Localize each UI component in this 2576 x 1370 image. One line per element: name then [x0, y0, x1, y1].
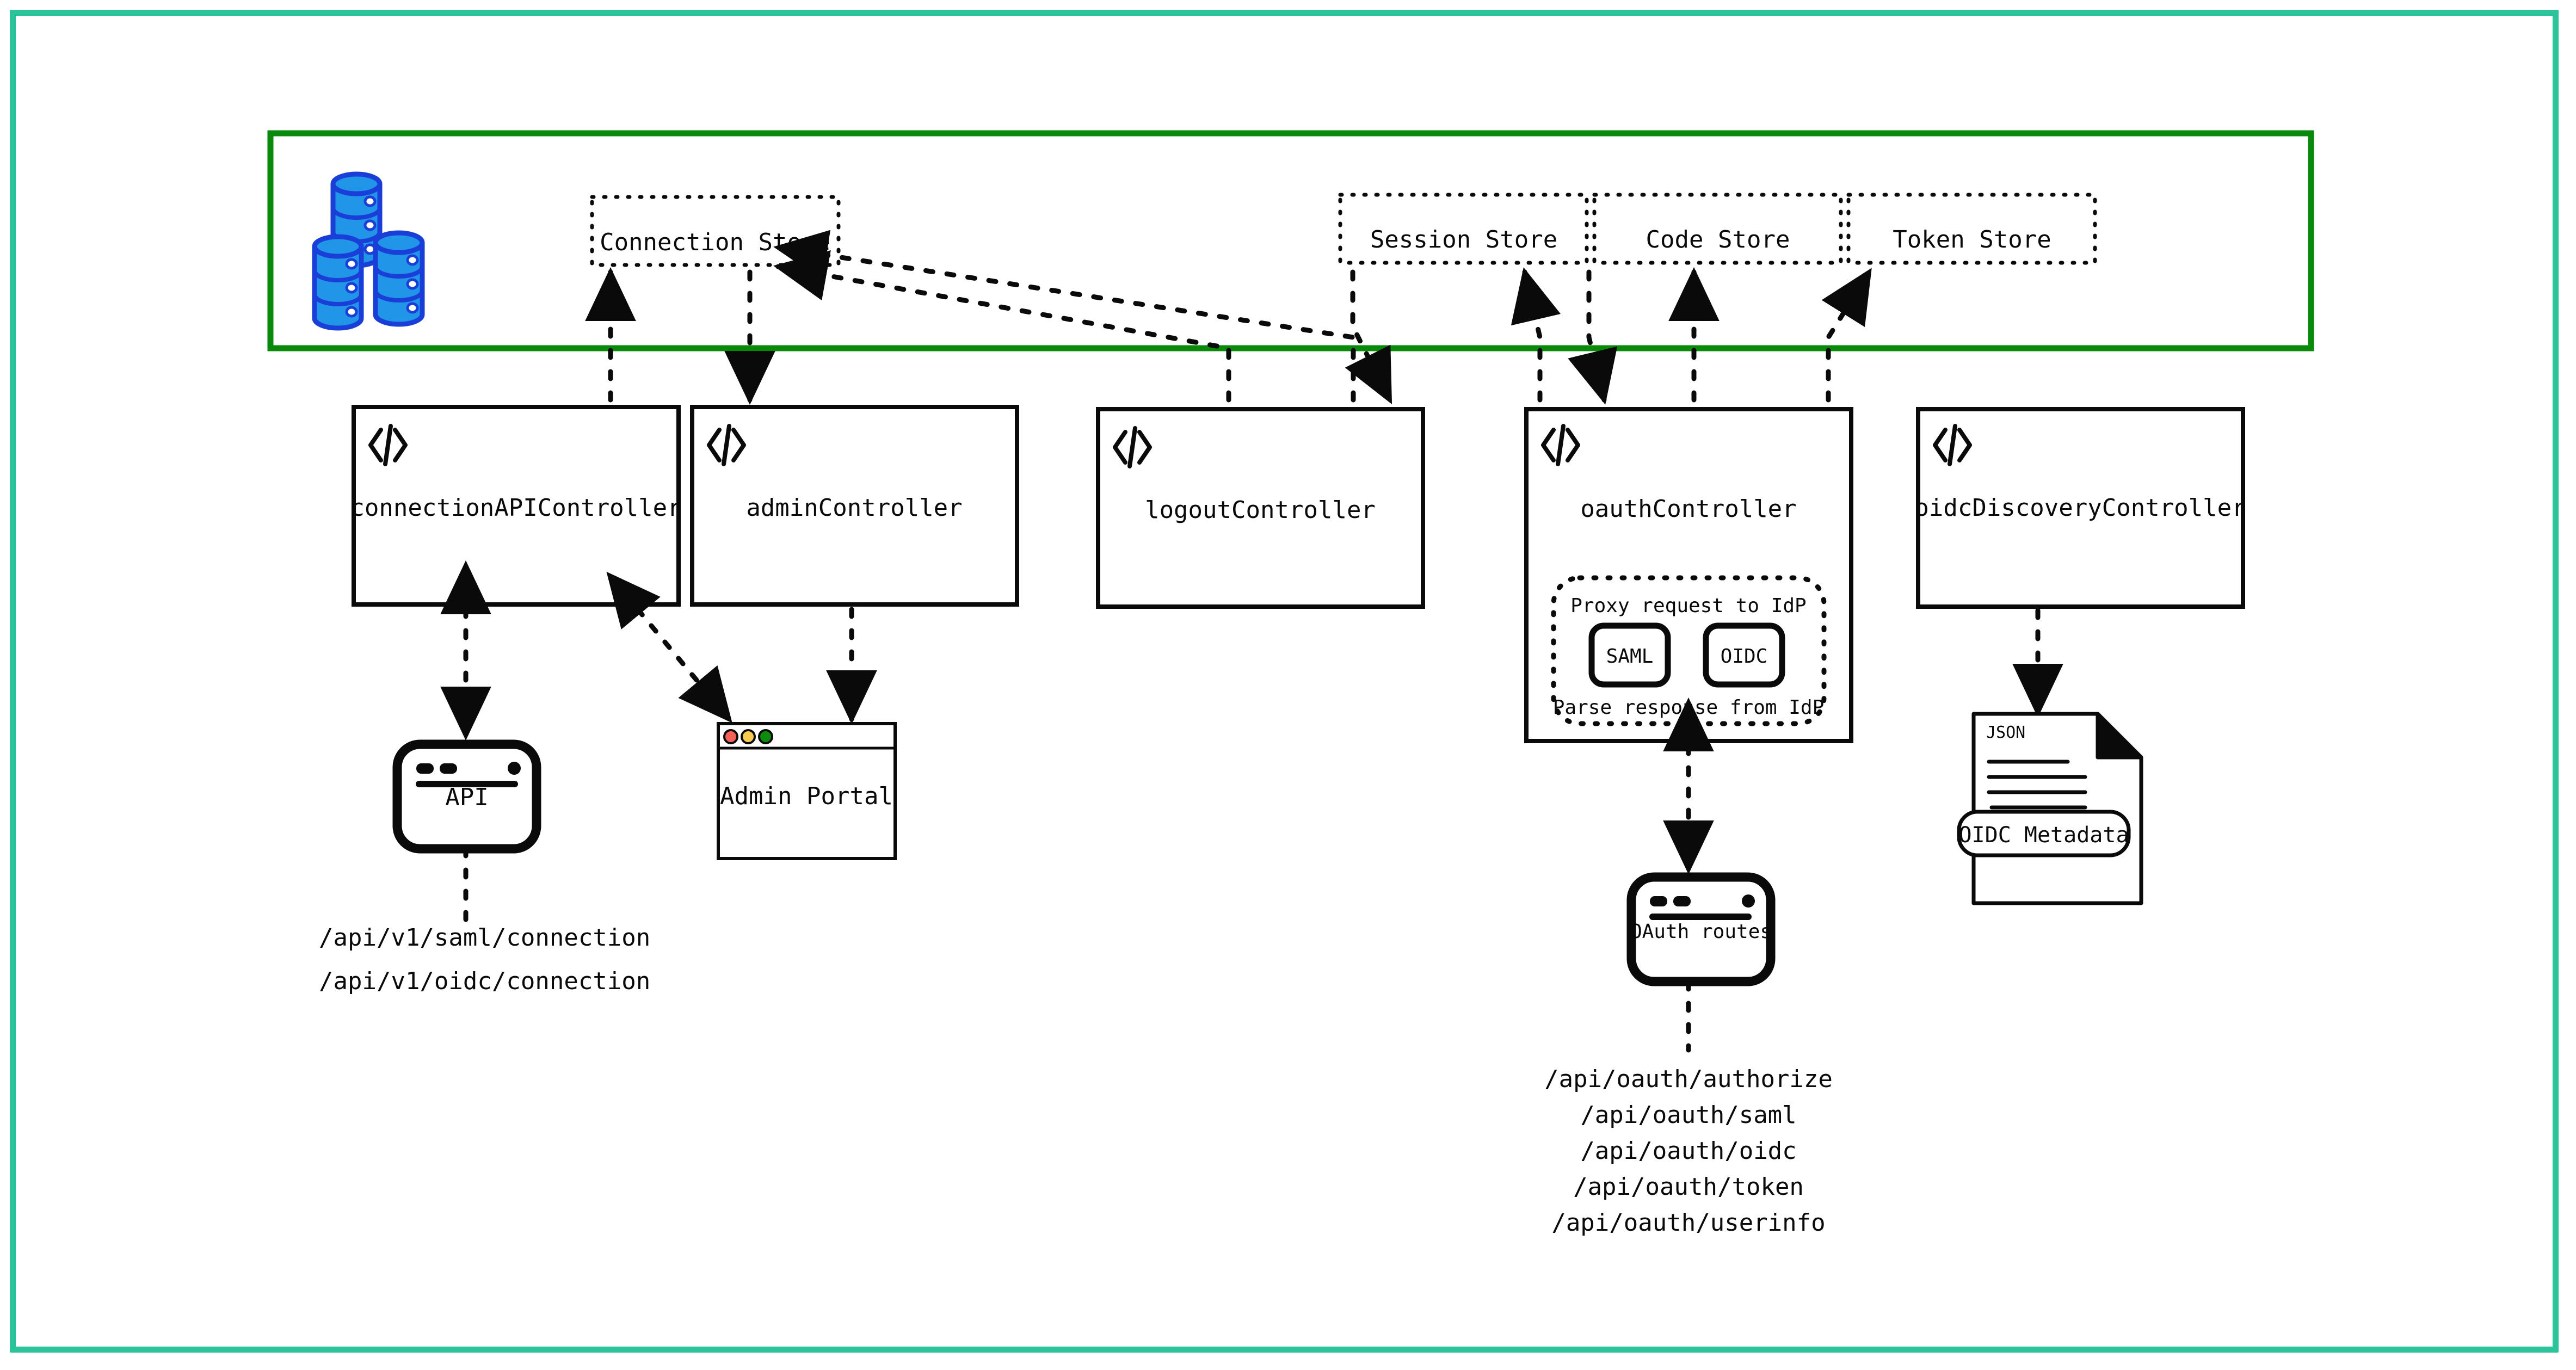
store-connection-store[interactable]: Connection Store [590, 195, 841, 267]
oidc-metadata-doc[interactable]: JSON OIDC Metadata [1957, 712, 2143, 905]
store-label: Code Store [1646, 226, 1790, 254]
store-code-store[interactable]: Code Store [1592, 193, 1843, 265]
oauth-route: /api/oauth/saml [1580, 1101, 1796, 1129]
parse-response-label: Parse response from IdP [1553, 696, 1825, 719]
controller-label: adminController [746, 494, 962, 522]
oauth-routes-label: OAuth routes [1630, 921, 1772, 943]
controller-label: logoutController [1145, 496, 1376, 524]
outer-frame [10, 10, 2559, 1353]
code-icon [1541, 424, 1580, 466]
edge-connapi-adminportal [606, 571, 732, 723]
oauth-route: /api/oauth/token [1573, 1173, 1804, 1201]
store-session-store[interactable]: Session Store [1338, 193, 1589, 265]
protocol-label: OIDC [1721, 645, 1768, 668]
oauth-route: /api/oauth/userinfo [1551, 1209, 1825, 1237]
connector-group [585, 230, 1872, 405]
oauth-routes-window[interactable]: OAuth routes [1626, 872, 1776, 986]
controller-logout-controller[interactable]: logoutController [1096, 407, 1425, 609]
oidc-metadata-label: OIDC Metadata [1958, 823, 2129, 848]
controller-connection-api-controller[interactable]: connectionAPIController [350, 405, 682, 607]
controller-oidc-discovery-controller[interactable]: oidcDiscoveryController [1914, 407, 2246, 609]
code-icon [368, 424, 408, 466]
store-label: Connection Store [600, 229, 830, 256]
code-icon [1933, 424, 1972, 466]
api-route: /api/v1/saml/connection [319, 924, 650, 952]
idp-proxy-group: Proxy request to IdP SAML OIDC Parse res… [1551, 575, 1827, 726]
document-fold-icon [2096, 712, 2143, 760]
edge-tokenstore-up [1821, 268, 1872, 403]
traffic-light-maximize-icon [758, 729, 773, 744]
admin-portal-window[interactable]: Admin Portal [717, 722, 897, 860]
edge-session-logout [773, 250, 1231, 403]
traffic-light-close-icon [723, 729, 738, 744]
database-stack-icon [312, 171, 425, 331]
traffic-light-minimize-icon [741, 729, 756, 744]
protocol-badge-oidc[interactable]: OIDC [1703, 622, 1785, 688]
storage-layer [267, 130, 2314, 351]
code-icon [1113, 426, 1152, 468]
admin-portal-label: Admin Portal [720, 782, 893, 810]
store-label: Token Store [1893, 226, 2051, 254]
edge-session-logout-b [1345, 269, 1392, 405]
store-label: Session Store [1370, 226, 1557, 254]
proxy-request-label: Proxy request to IdP [1570, 595, 1806, 617]
oauth-route: /api/oauth/authorize [1544, 1065, 1833, 1093]
api-route: /api/v1/oidc/connection [319, 967, 650, 995]
api-label: API [445, 783, 488, 811]
controller-label: oauthController [1580, 495, 1796, 523]
doc-type-label: JSON [1986, 723, 2025, 742]
client-connector-group [440, 560, 2063, 1053]
api-window[interactable]: API [392, 739, 541, 854]
edge-connstore-oauth [773, 230, 1356, 403]
oauth-route: /api/oauth/oidc [1580, 1137, 1796, 1165]
code-icon [707, 424, 746, 466]
edge-session-oauth-down [1568, 269, 1618, 405]
controller-oauth-controller[interactable]: oauthController Proxy request to IdP SAM… [1524, 407, 1853, 743]
store-token-store[interactable]: Token Store [1846, 193, 2097, 265]
protocol-badge-saml[interactable]: SAML [1588, 622, 1671, 688]
edge-session-oauth-up [1511, 267, 1561, 403]
protocol-label: SAML [1606, 645, 1654, 668]
controller-admin-controller[interactable]: adminController [690, 405, 1019, 607]
controller-label: connectionAPIController [350, 494, 681, 522]
controller-label: oidcDiscoveryController [1914, 494, 2246, 522]
